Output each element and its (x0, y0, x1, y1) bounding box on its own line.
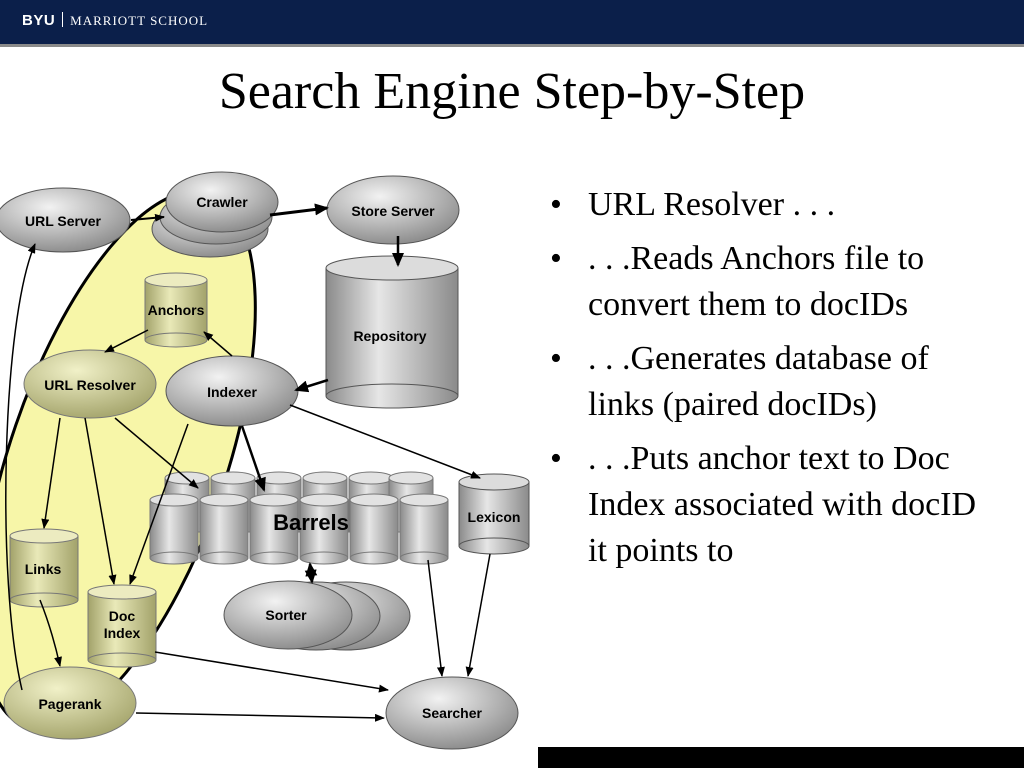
links-node: Links (9, 528, 79, 608)
bullet-item: • URL Resolver . . . (548, 182, 988, 228)
anchors-node: Anchors (144, 272, 208, 348)
doc-index-node: Doc Index (87, 584, 157, 668)
bullet-dot: • (550, 186, 562, 223)
url-resolver-node: URL Resolver (23, 349, 157, 419)
slide-title: Search Engine Step-by-Step (218, 63, 806, 120)
url-resolver-label: URL Resolver (44, 377, 136, 393)
store-server-label: Store Server (351, 203, 435, 219)
repository-label: Repository (353, 328, 426, 344)
anchors-label: Anchors (148, 302, 205, 318)
arrow-docindex-searcher (154, 651, 389, 693)
lexicon-label: Lexicon (468, 509, 521, 525)
url-server-label: URL Server (25, 213, 102, 229)
arrow-indexer-barrels (240, 425, 266, 492)
arrow-barrels-sorter (304, 562, 318, 584)
header-bar: BYU MARRIOTT SCHOOL (0, 0, 1024, 44)
indexer-label: Indexer (207, 384, 257, 400)
bullet-text: . . .Generates database of links (paired… (588, 340, 929, 423)
bullet-text: . . .Reads Anchors file to convert them … (588, 240, 925, 323)
bullet-dot: • (550, 440, 562, 477)
school-logo: BYU MARRIOTT SCHOOL (22, 12, 208, 29)
arrow-pagerank-searcher (135, 712, 385, 722)
bullet-item: • . . .Puts anchor text to Doc Index asso… (548, 436, 988, 574)
sorter-label: Sorter (265, 607, 307, 623)
arrow-anchors-urlresolver (104, 329, 149, 353)
arrow-urlresolver-links (41, 417, 61, 529)
logo-divider (62, 12, 64, 27)
header-rule (0, 44, 1024, 47)
searcher-node: Searcher (385, 676, 519, 750)
bullet-text: URL Resolver . . . (588, 186, 836, 223)
bullet-item: • . . .Reads Anchors file to convert them… (548, 236, 988, 328)
school-name: MARRIOTT SCHOOL (70, 13, 209, 28)
doc-index-label-line1: Doc (109, 608, 136, 624)
url-server-node: URL Server (0, 187, 131, 253)
sorter-node: Sorter (223, 580, 411, 651)
indexer-node: Indexer (165, 355, 299, 427)
arrow-urlresolver-barrels (114, 417, 199, 489)
arrow-lexicon-searcher (465, 553, 491, 677)
arrow-barrels-searcher (427, 559, 445, 677)
bullet-item: • . . .Generates database of links (paire… (548, 336, 988, 428)
arrow-indexer-lexicon (289, 404, 481, 479)
barrels-label: Barrels (273, 510, 349, 535)
searcher-label: Searcher (422, 705, 482, 721)
diagram-arrows (5, 203, 491, 722)
arrow-indexer-docindex (129, 423, 189, 585)
bullet-dot: • (550, 340, 562, 377)
links-label: Links (25, 561, 62, 577)
doc-index-label-line2: Index (104, 625, 141, 641)
repository-node: Repository (325, 255, 459, 409)
arrow-urlresolver-docindex (84, 417, 117, 585)
arrow-urlserver-crawler (130, 213, 165, 222)
crawler-label: Crawler (196, 194, 248, 210)
footer-bar (538, 747, 1024, 768)
arrow-crawler-storeserver (269, 203, 329, 217)
bullet-dot: • (550, 240, 562, 277)
arrow-links-pagerank (39, 599, 62, 667)
pagerank-label: Pagerank (38, 696, 101, 712)
brand-text: BYU (22, 12, 56, 29)
arrow-pagerank-urlserver (5, 243, 36, 691)
arrow-repository-indexer (294, 378, 329, 393)
lexicon-node: Lexicon (458, 473, 530, 555)
store-server-node: Store Server (326, 175, 460, 245)
arrow-indexer-anchors (203, 331, 233, 357)
pagerank-node: Pagerank (3, 666, 137, 740)
crawler-node: Crawler (151, 171, 279, 258)
bullet-text: . . .Puts anchor text to Doc Index assoc… (588, 440, 977, 569)
bullet-list: • URL Resolver . . . • . . .Reads Anchors … (548, 182, 988, 582)
search-engine-diagram: Crawler URL Server Store Server Reposito… (0, 171, 530, 750)
